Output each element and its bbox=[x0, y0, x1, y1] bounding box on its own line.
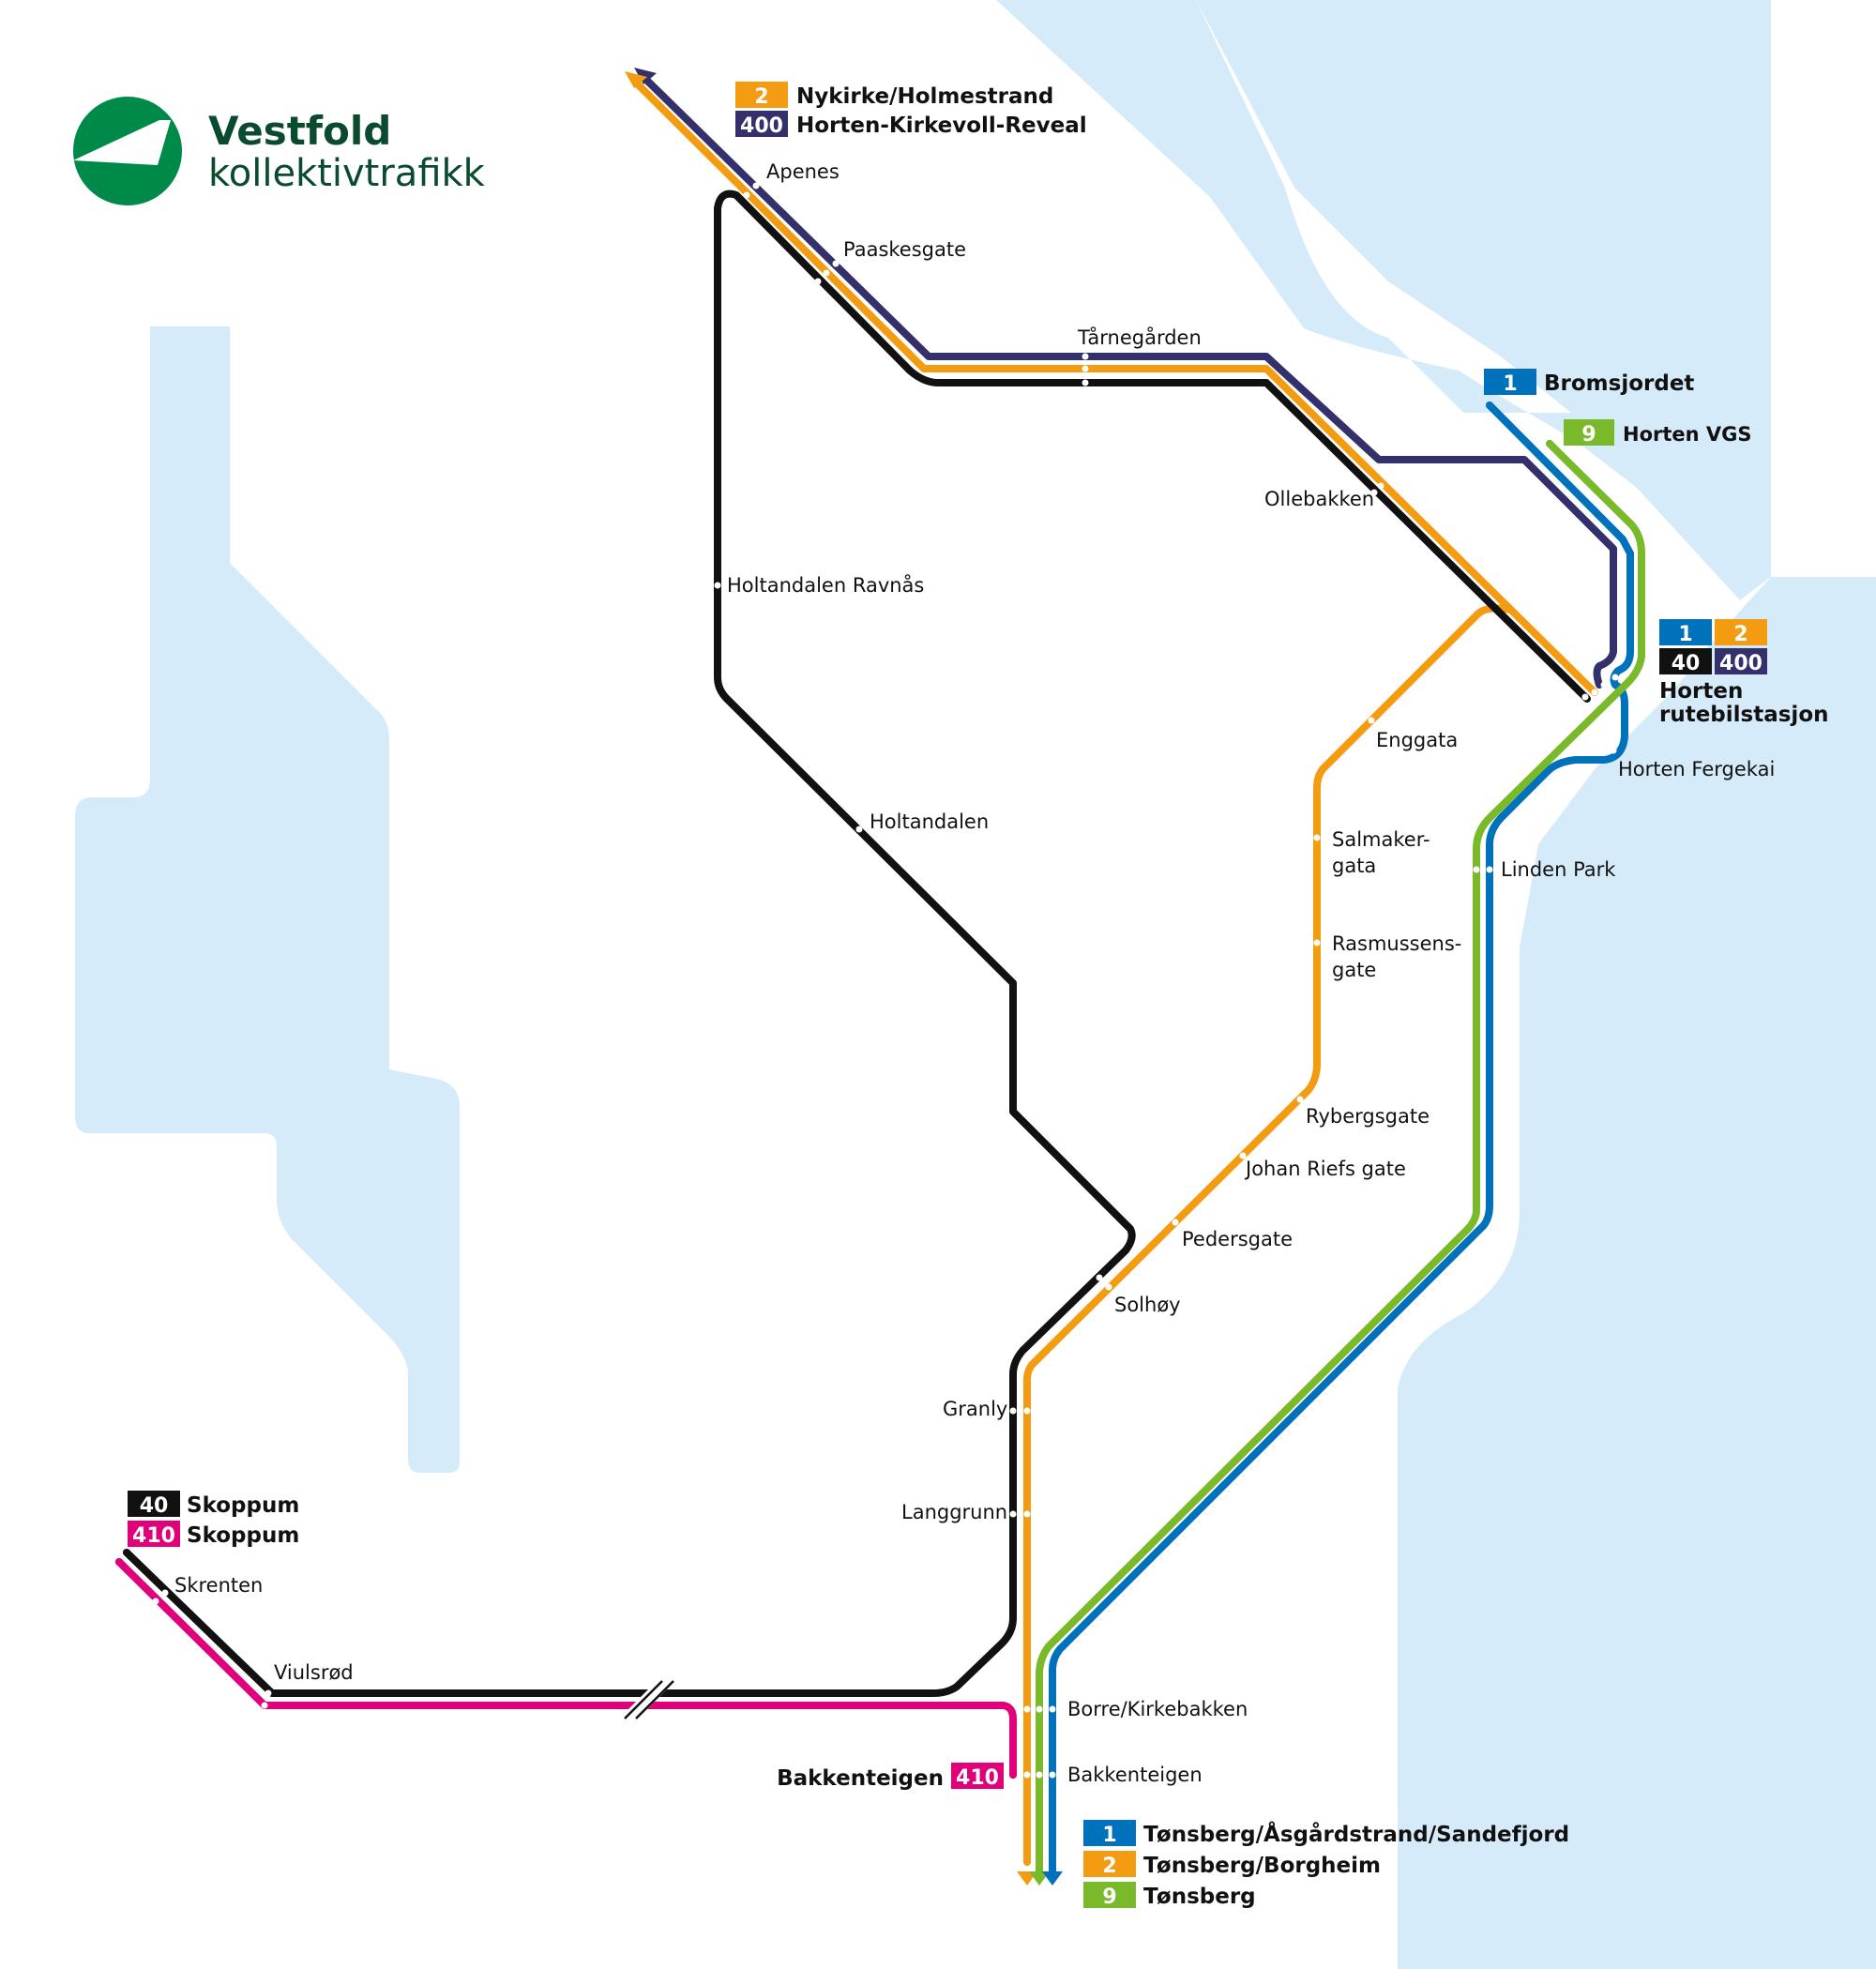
terminal-south-2-text: Tønsberg/Borgheim bbox=[1143, 1854, 1381, 1878]
stop-rasmussensgate-1: Rasmussens- bbox=[1332, 932, 1461, 955]
hub-badge-2 bbox=[1715, 619, 1767, 645]
brand-subtitle: kollektivtrafikk bbox=[208, 152, 486, 195]
terminal-bakkenteigen-410-text: Bakkenteigen bbox=[777, 1766, 944, 1791]
hub-badge-40 bbox=[1659, 648, 1712, 674]
brand-logo: Vestfold kollektivtrafikk bbox=[73, 97, 486, 205]
arrow-north-2 bbox=[625, 71, 647, 88]
badge-line-2-south-label: 2 bbox=[1102, 1855, 1116, 1878]
stop-dots bbox=[115, 182, 1619, 1779]
arrow-south-1 bbox=[1042, 1871, 1063, 1886]
hub-badge-1-label: 1 bbox=[1678, 623, 1692, 646]
stop-rasmussensgate-2: gate bbox=[1332, 959, 1376, 981]
stop-holtandalen: Holtandalen bbox=[870, 810, 989, 833]
terminal-south-9-text: Tønsberg bbox=[1143, 1885, 1256, 1909]
stop-horten-fergekai: Horten Fergekai bbox=[1618, 758, 1775, 780]
badge-line-2 bbox=[735, 82, 788, 108]
hub-horten-rutebilstasjon: 1 2 40 400 Horten rutebilstasjon bbox=[1659, 619, 1829, 727]
terminal-north: 2 Nykirke/Holmestrand 400 Horten-Kirkevo… bbox=[735, 82, 1087, 138]
badge-line-410-bakkenteigen bbox=[951, 1763, 1004, 1789]
hub-badge-40-label: 40 bbox=[1672, 652, 1701, 675]
badge-line-410-skoppum-label: 410 bbox=[132, 1524, 175, 1548]
stop-viulsrod: Viulsrød bbox=[274, 1661, 354, 1684]
hub-badge-400-label: 400 bbox=[1719, 652, 1763, 675]
badge-line-1-bromsjordet-label: 1 bbox=[1503, 372, 1517, 396]
badge-line-40-skoppum bbox=[128, 1491, 180, 1517]
badge-line-410-skoppum bbox=[128, 1521, 180, 1547]
badge-line-9-vgs bbox=[1564, 419, 1614, 446]
line-arrows bbox=[625, 68, 1063, 1886]
badge-line-40-skoppum-label: 40 bbox=[140, 1494, 169, 1518]
route-line-2 bbox=[632, 79, 1598, 1866]
terminal-south-1-text: Tønsberg/Åsgårdstrand/Sandefjord bbox=[1143, 1821, 1569, 1847]
badge-line-1-south bbox=[1083, 1820, 1136, 1846]
badge-line-9-south-label: 9 bbox=[1102, 1886, 1116, 1909]
badge-line-9-vgs-label: 9 bbox=[1581, 423, 1596, 447]
terminal-bakkenteigen-410: Bakkenteigen 410 bbox=[777, 1763, 1004, 1791]
terminal-skoppum: 40 Skoppum 410 Skoppum bbox=[128, 1491, 299, 1548]
stop-tarnegarden: Tårnegården bbox=[1077, 326, 1202, 349]
stop-holtandalen-ravnas: Holtandalen Ravnås bbox=[727, 573, 924, 597]
stop-apenes: Apenes bbox=[766, 160, 840, 183]
sea-east bbox=[1398, 577, 1876, 1969]
stop-johan-riefs-gate: Johan Riefs gate bbox=[1244, 1158, 1406, 1180]
stop-skrenten: Skrenten bbox=[174, 1574, 263, 1597]
stop-linden-park: Linden Park bbox=[1501, 858, 1616, 881]
badge-line-1-bromsjordet bbox=[1484, 369, 1536, 395]
hub-badge-400 bbox=[1715, 648, 1767, 674]
fjord-water-east bbox=[1196, 0, 1771, 577]
badge-line-400-label: 400 bbox=[740, 114, 783, 138]
route-line-1 bbox=[1049, 401, 1634, 1875]
badge-line-410-bakkenteigen-label: 410 bbox=[956, 1766, 999, 1790]
stop-borre-kirkebakken: Borre/Kirkebakken bbox=[1067, 1698, 1248, 1720]
stop-rybergsgate: Rybergsgate bbox=[1306, 1105, 1430, 1128]
route-line-9 bbox=[1036, 440, 1645, 1875]
stop-langgrunn: Langgrunn bbox=[901, 1501, 1007, 1523]
stop-ollebakken: Ollebakken bbox=[1264, 488, 1374, 510]
badge-line-1-south-label: 1 bbox=[1102, 1824, 1116, 1847]
stop-granly: Granly bbox=[943, 1398, 1007, 1420]
terminal-horten-vgs-text: Horten VGS bbox=[1623, 423, 1752, 446]
route-lines bbox=[115, 75, 1645, 1875]
stop-enggata: Enggata bbox=[1376, 729, 1458, 751]
hub-name-line1: Horten bbox=[1659, 679, 1743, 704]
hub-name-line2: rutebilstasjon bbox=[1659, 703, 1829, 727]
badge-line-2-south bbox=[1083, 1851, 1136, 1877]
terminal-bromsjordet-text: Bromsjordet bbox=[1544, 371, 1694, 396]
line-break-mark bbox=[624, 1674, 674, 1723]
stop-labels: Apenes Paaskesgate Tårnegården Ollebakke… bbox=[174, 160, 1775, 1786]
stop-pedersgate: Pedersgate bbox=[1182, 1228, 1293, 1250]
terminal-skoppum-410-text: Skoppum bbox=[187, 1523, 299, 1548]
arrow-south-9 bbox=[1029, 1871, 1050, 1886]
badge-line-400 bbox=[735, 111, 788, 137]
water-areas bbox=[75, 0, 1876, 1969]
stop-salmakergata-1: Salmaker- bbox=[1332, 828, 1430, 851]
lake-west bbox=[75, 326, 460, 1473]
route-line-40 bbox=[123, 189, 1591, 1697]
hub-badge-2-label: 2 bbox=[1733, 623, 1747, 646]
terminal-north-400-text: Horten-Kirkevoll-Reveal bbox=[796, 114, 1087, 138]
logo-mark-cutout bbox=[73, 120, 171, 165]
badge-line-2-label: 2 bbox=[754, 85, 768, 109]
terminal-horten-vgs: 9 Horten VGS bbox=[1564, 419, 1752, 447]
badge-line-9-south bbox=[1083, 1882, 1136, 1908]
stop-solhoy: Solhøy bbox=[1114, 1294, 1181, 1316]
route-line-400 bbox=[642, 75, 1617, 689]
fjord-water bbox=[996, 0, 1771, 600]
stop-salmakergata-2: gata bbox=[1332, 855, 1376, 877]
brand-name: Vestfold bbox=[208, 108, 391, 154]
terminal-bromsjordet: 1 Bromsjordet bbox=[1484, 369, 1694, 396]
route-line-410 bbox=[115, 1558, 1017, 1779]
arrow-north-400 bbox=[634, 68, 657, 84]
stop-bakkenteigen: Bakkenteigen bbox=[1067, 1764, 1203, 1786]
terminal-south: 1 Tønsberg/Åsgårdstrand/Sandefjord 2 Tøn… bbox=[1083, 1820, 1569, 1909]
terminal-north-2-text: Nykirke/Holmestrand bbox=[796, 84, 1053, 109]
hub-badge-1 bbox=[1659, 619, 1712, 645]
stop-paaskesgate: Paaskesgate bbox=[843, 238, 966, 261]
terminal-skoppum-40-text: Skoppum bbox=[187, 1493, 299, 1518]
